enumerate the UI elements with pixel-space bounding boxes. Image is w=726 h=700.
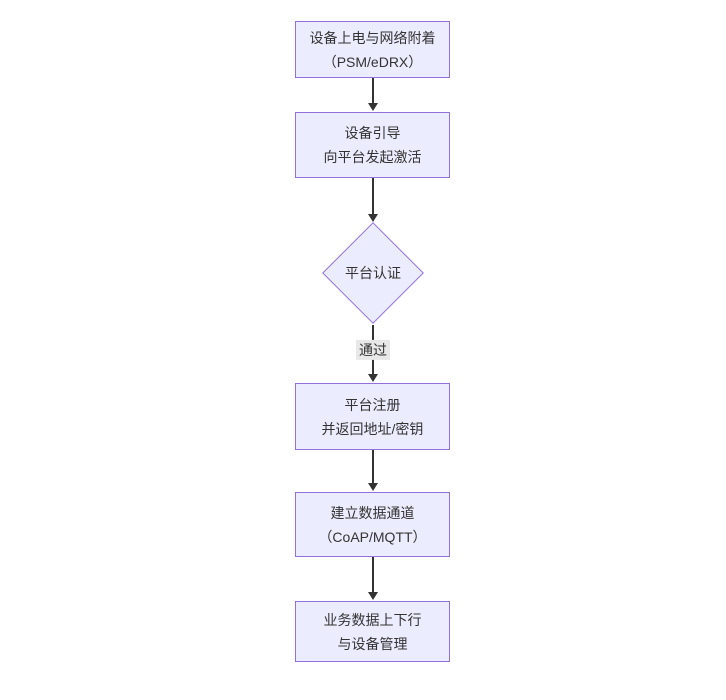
node-business-data: 业务数据上下行 与设备管理	[295, 601, 450, 662]
node-bootstrap: 设备引导 向平台发起激活	[295, 112, 450, 178]
node-power-attach: 设备上电与网络附着 （PSM/eDRX）	[295, 21, 450, 78]
node-text-line: （CoAP/MQTT）	[318, 528, 427, 545]
node-text-line: 向平台发起激活	[323, 149, 422, 165]
node-text-line: 并返回地址/密钥	[321, 420, 424, 437]
node-text-line: 设备引导	[344, 125, 401, 141]
arrow-shaft	[372, 557, 374, 592]
node-text-line: 平台注册	[344, 396, 401, 413]
node-platform-register: 平台注册 并返回地址/密钥	[295, 383, 450, 450]
node-text-line: 与设备管理	[337, 635, 408, 652]
arrow-shaft	[372, 178, 374, 214]
node-platform-auth-label: 平台认证	[345, 265, 401, 281]
arrow-bootstrap-to-auth	[368, 178, 378, 222]
arrow-shaft	[372, 450, 374, 483]
arrow-register-to-channel	[368, 450, 378, 491]
arrow-channel-to-business	[368, 557, 378, 600]
arrowhead-icon	[368, 374, 378, 382]
node-text-line: 建立数据通道	[330, 504, 415, 521]
arrowhead-icon	[368, 483, 378, 491]
arrow-power-to-bootstrap	[368, 78, 378, 111]
node-text-line: 设备上电与网络附着	[309, 29, 436, 46]
node-text-line: （PSM/eDRX）	[322, 53, 423, 70]
arrowhead-icon	[368, 214, 378, 222]
edge-label-pass: 通过	[356, 339, 390, 361]
node-text-line: 业务数据上下行	[323, 611, 422, 628]
node-data-channel: 建立数据通道 （CoAP/MQTT）	[295, 492, 450, 557]
arrow-shaft	[372, 78, 374, 103]
arrowhead-icon	[368, 103, 378, 111]
arrowhead-icon	[368, 592, 378, 600]
